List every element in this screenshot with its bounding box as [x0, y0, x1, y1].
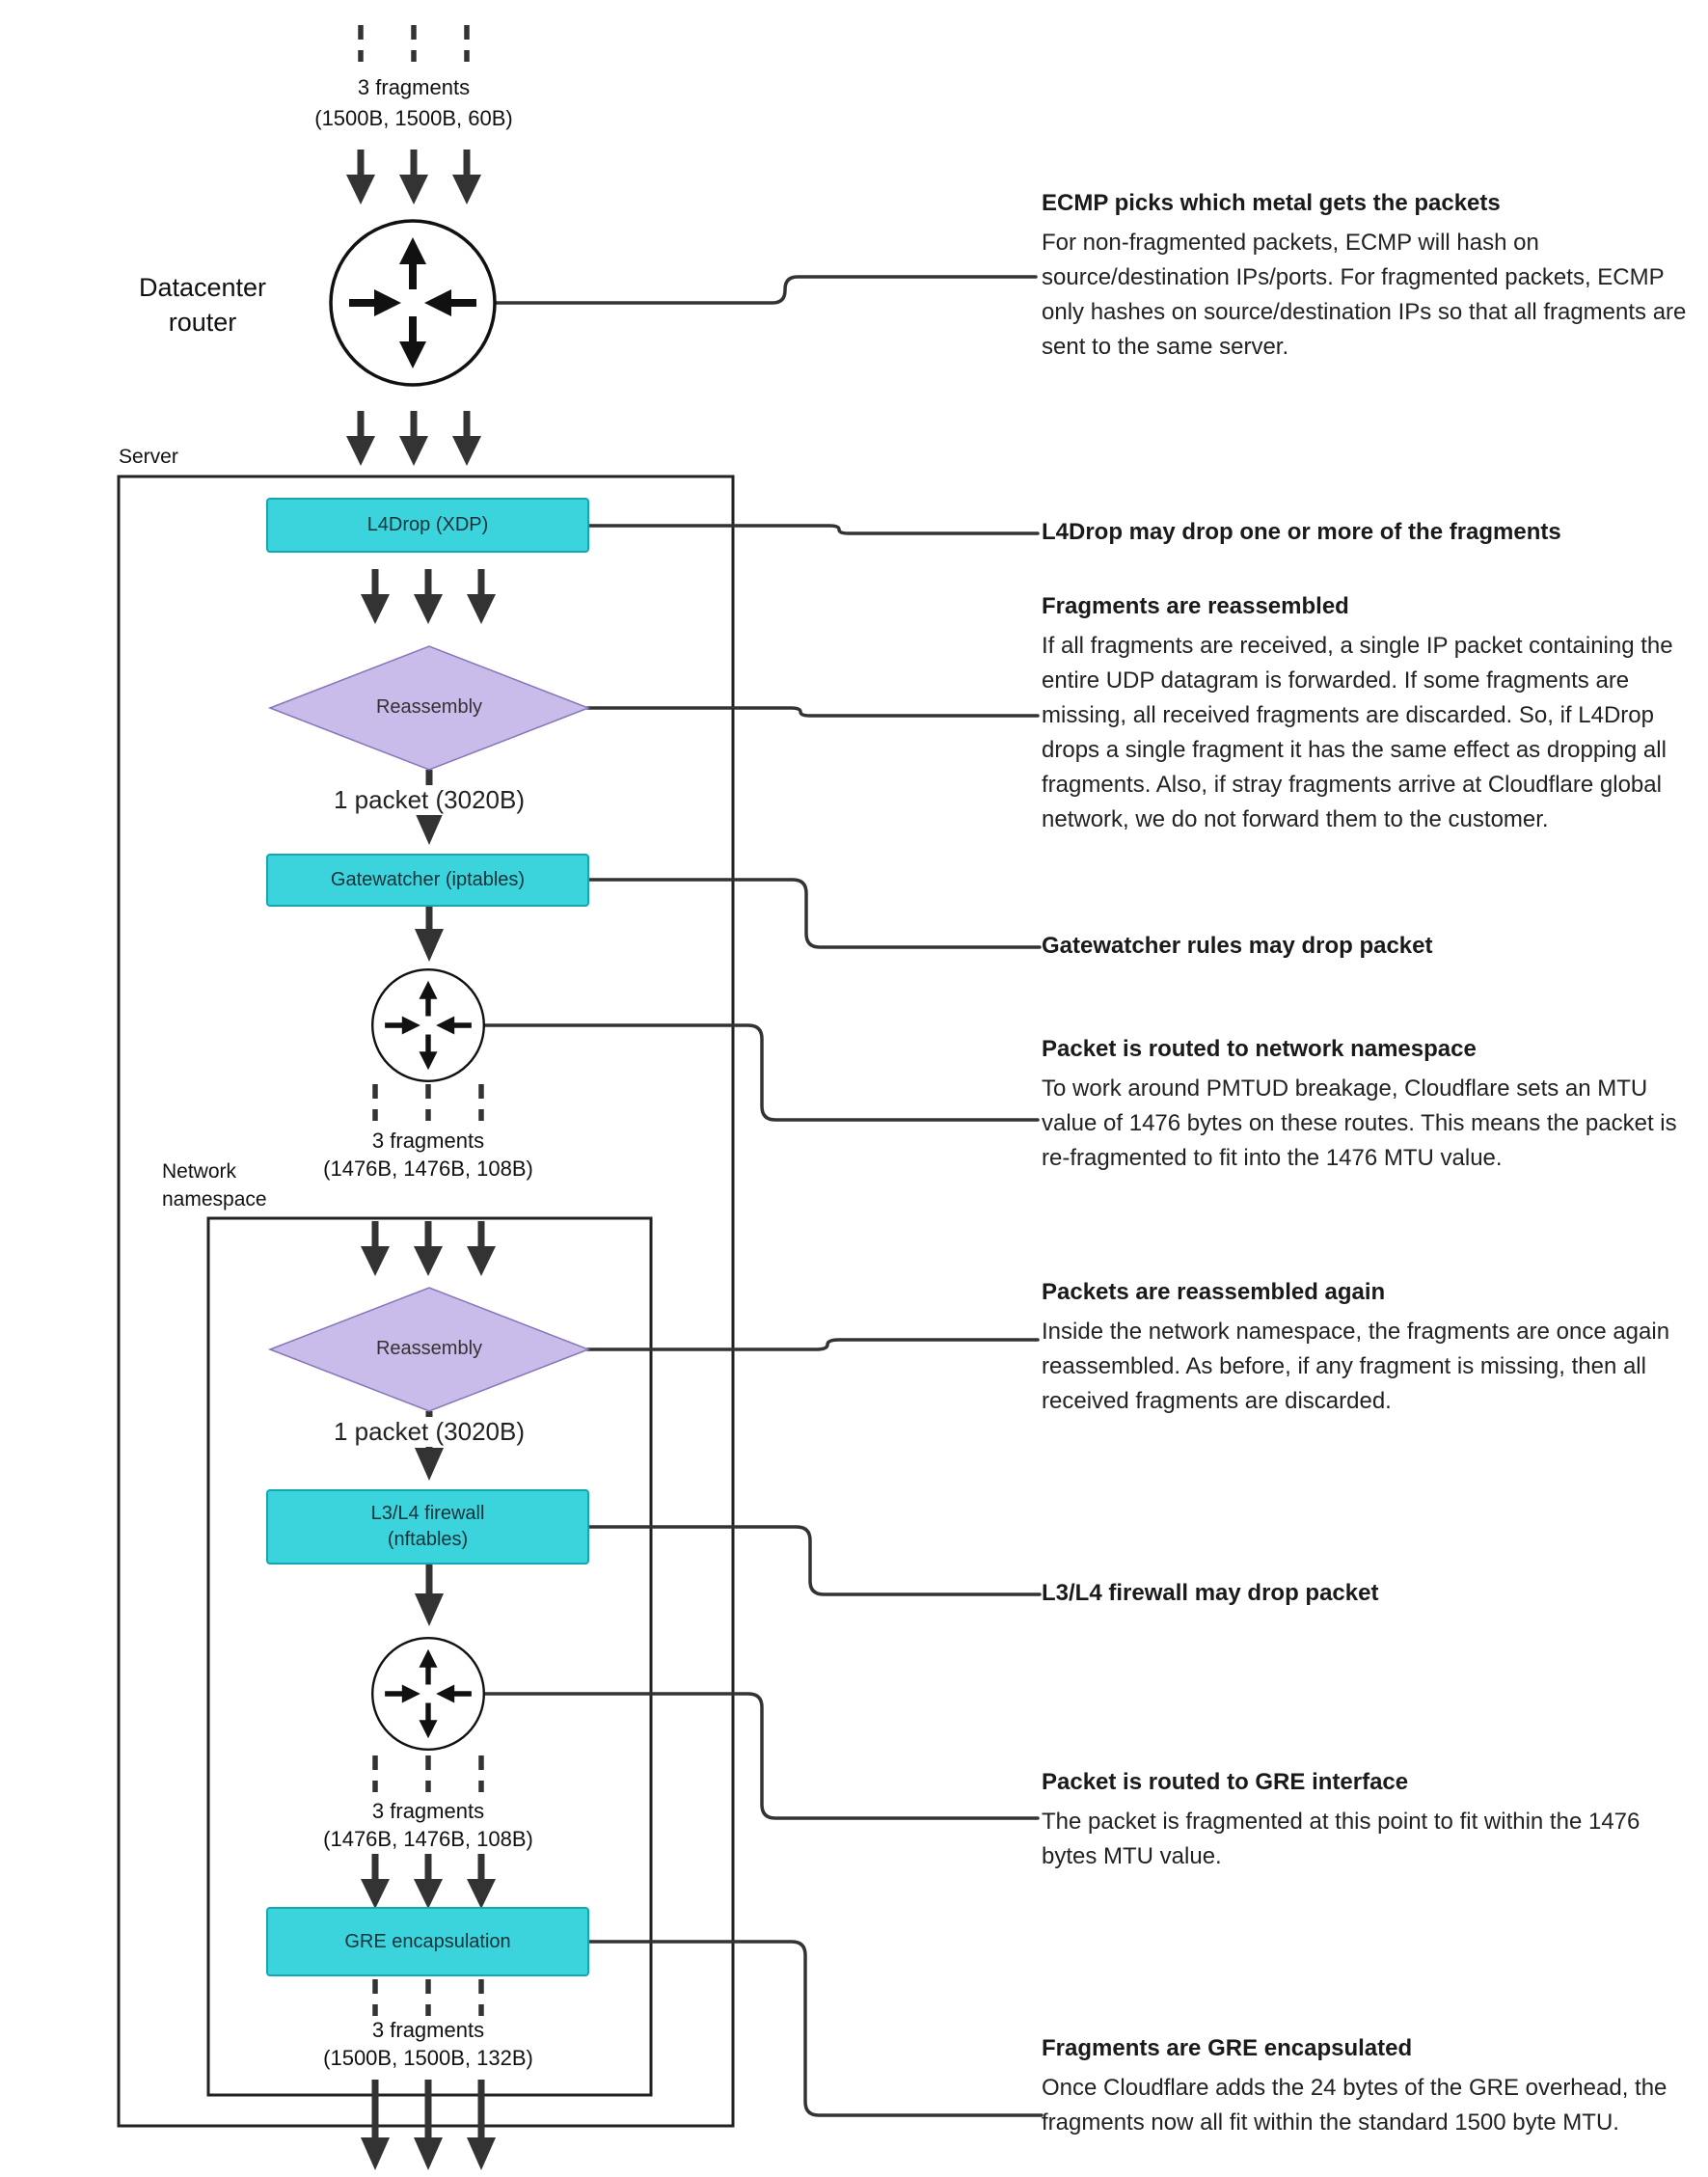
fragment-dashes-mid	[375, 1084, 481, 1121]
annotation-gre: Fragments are GRE encapsulated Once Clou…	[1042, 2034, 1693, 2140]
fragment-dashes-bottom	[375, 1979, 481, 2016]
annotation-title: Fragments are reassembled	[1042, 593, 1349, 619]
fragment-dashes-low	[375, 1755, 481, 1792]
connector-route-namespace	[482, 1023, 1040, 1122]
gre-box	[266, 1907, 589, 1976]
connector-gre	[586, 1940, 1044, 2117]
flow-arrow-gatewatcher-to-router	[415, 906, 444, 962]
flow-arrow-firewall-to-router	[415, 1564, 444, 1626]
l4drop-box	[266, 498, 589, 553]
annotation-body: The packet is fragmented at this point t…	[1042, 1809, 1640, 1869]
annotation-body: To work around PMTUD breakage, Cloudflar…	[1042, 1075, 1677, 1171]
connector-route-gre	[482, 1692, 1040, 1820]
annotation-body: Inside the network namespace, the fragme…	[1042, 1319, 1670, 1414]
l4drop-label: L4Drop (XDP)	[366, 514, 489, 535]
annotation-title: Fragments are GRE encapsulated	[1042, 2035, 1413, 2061]
annotation-title: L3/L4 firewall may drop packet	[1042, 1580, 1379, 1606]
flow-arrows-into-server	[346, 411, 481, 466]
packet2-label: 1 packet (3020B)	[323, 1417, 535, 1447]
server-label: Server	[119, 446, 178, 468]
connector-gatewatcher	[586, 878, 1042, 949]
mid-fragments-sizes: (1476B, 1476B, 108B)	[323, 1157, 533, 1181]
top-fragments-label: 3 fragments	[357, 75, 471, 99]
connector-reassembly2	[585, 1338, 1040, 1351]
datacenter-router-label: Datacenter router	[138, 273, 267, 338]
firewall-box	[266, 1489, 589, 1565]
mid-fragments-label: 3 fragments	[371, 1129, 485, 1153]
firewall-label: L3/L4 firewall (nftables)	[267, 1490, 588, 1564]
annotation-gatewatcher: Gatewatcher rules may drop packet	[1042, 932, 1693, 968]
bottom-fragments-label: 3 fragments	[284, 2018, 573, 2043]
annotation-body: For non-fragmented packets, ECMP will ha…	[1042, 230, 1687, 360]
gatewatcher-label: Gatewatcher (iptables)	[330, 869, 526, 890]
fragment-dashes-top	[361, 25, 467, 62]
annotation-l4drop: L4Drop may drop one or more of the fragm…	[1042, 518, 1693, 555]
low-fragments-label: 3 fragments	[371, 1799, 485, 1823]
annotation-title: Packet is routed to network namespace	[1042, 1036, 1477, 1062]
reassembly2-label: Reassembly	[375, 1338, 483, 1359]
bottom-fragments-sizes: (1500B, 1500B, 132B)	[284, 2046, 573, 2071]
firewall-label-line1: L3/L4 firewall	[370, 1503, 485, 1524]
gatewatcher-box	[266, 854, 589, 907]
namespace-label: Network namespace	[162, 1160, 267, 1211]
connector-firewall	[586, 1525, 1042, 1596]
annotation-body: Once Cloudflare adds the 24 bytes of the…	[1042, 2075, 1667, 2136]
packet1-label: 1 packet (3020B)	[323, 785, 535, 815]
annotation-ecmp: ECMP picks which metal gets the packets …	[1042, 189, 1693, 365]
annotation-title: ECMP picks which metal gets the packets	[1042, 190, 1501, 216]
annotation-route-gre: Packet is routed to GRE interface The pa…	[1042, 1768, 1693, 1874]
gre-router-icon	[372, 1638, 484, 1750]
annotation-firewall: L3/L4 firewall may drop packet	[1042, 1579, 1693, 1616]
annotation-title: Packet is routed to GRE interface	[1042, 1769, 1409, 1795]
datacenter-router-icon	[331, 221, 495, 385]
annotation-route-namespace: Packet is routed to network namespace To…	[1042, 1035, 1693, 1176]
flow-arrows-into-reassembly1	[361, 569, 496, 624]
annotation-reassembly2: Packets are reassembled again Inside the…	[1042, 1278, 1693, 1419]
flow-arrows-into-router	[346, 150, 481, 204]
annotation-body: If all fragments are received, a single …	[1042, 633, 1673, 832]
flow-arrows-into-reassembly2	[361, 1221, 496, 1276]
low-fragments-sizes: (1476B, 1476B, 108B)	[323, 1827, 533, 1851]
reassembly2-diamond	[267, 1287, 591, 1412]
gre-label: GRE encapsulation	[344, 1930, 511, 1952]
connector-l4drop	[586, 524, 1040, 535]
top-fragments-sizes: (1500B, 1500B, 60B)	[314, 106, 513, 130]
annotation-title: Gatewatcher rules may drop packet	[1042, 933, 1433, 959]
annotation-title: L4Drop may drop one or more of the fragm…	[1042, 519, 1561, 545]
reassembly1-diamond	[267, 645, 591, 771]
connector-reassembly1	[585, 706, 1040, 718]
firewall-label-line2: (nftables)	[387, 1529, 469, 1550]
annotation-reassembly1: Fragments are reassembled If all fragmen…	[1042, 592, 1693, 837]
connector-ecmp	[493, 275, 1038, 305]
reassembly1-label: Reassembly	[375, 696, 483, 718]
flow-arrows-into-gre	[361, 1854, 496, 1909]
annotation-title: Packets are reassembled again	[1042, 1279, 1386, 1305]
namespace-router-icon	[372, 969, 484, 1081]
